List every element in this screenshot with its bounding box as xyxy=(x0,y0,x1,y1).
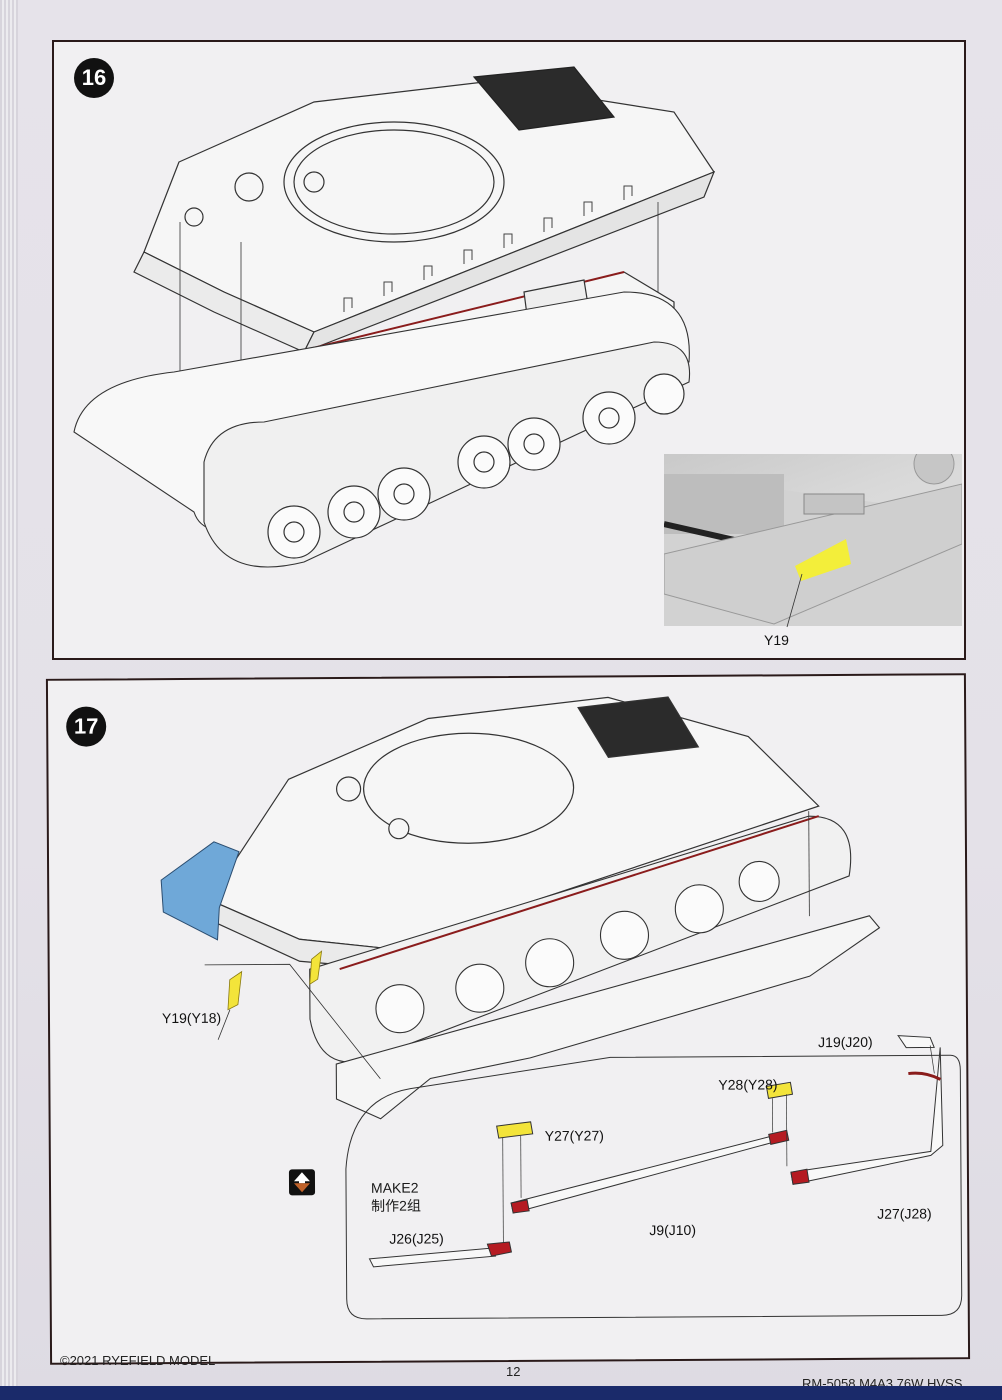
track-and-wheels xyxy=(309,815,852,1063)
step-17-panel: 17 xyxy=(45,673,971,1365)
sub-assembly-frame xyxy=(345,1054,963,1320)
copyright-text: ©2021 RYEFIELD MODEL xyxy=(60,1353,216,1368)
pe-bracket-fitted xyxy=(309,950,323,985)
road-wheels xyxy=(267,373,685,559)
detail-photo-inset xyxy=(664,454,962,626)
hull-assembly xyxy=(208,696,820,970)
make-label-cn: 制作2组 xyxy=(371,1197,421,1214)
callout-y19-y18: Y19(Y18) xyxy=(161,1009,222,1027)
callout-y28-y28: Y28(Y28) xyxy=(718,1076,778,1093)
step-16-panel: 16 xyxy=(52,40,966,660)
step-number-badge: 16 xyxy=(74,58,114,98)
make-label: MAKE2 xyxy=(370,1179,419,1196)
step-16-drawing xyxy=(73,66,716,568)
page-bottom-shadow xyxy=(0,1386,1002,1400)
rear-part-blue xyxy=(160,841,240,941)
make-quantity-note: MAKE2 制作2组 xyxy=(371,1179,421,1215)
step-17-drawing xyxy=(160,696,963,1320)
flip-vertical-icon xyxy=(288,1169,316,1196)
callout-j19-j20: J19(J20) xyxy=(818,1033,873,1051)
part-leader-lines xyxy=(502,1045,935,1244)
inset-photo-drawing xyxy=(664,454,962,626)
track-run xyxy=(73,291,691,568)
callout-y27-y27: Y27(Y27) xyxy=(544,1127,604,1144)
callout-j9-j10: J9(J10) xyxy=(649,1221,697,1239)
guide-lines xyxy=(204,811,810,1080)
pe-bracket-y19 xyxy=(227,970,243,1011)
fender-parts xyxy=(368,1035,944,1268)
hull-rail-brackets xyxy=(343,185,633,312)
y19-highlight xyxy=(795,539,851,581)
side-fender xyxy=(335,915,881,1120)
callout-j27-j28: J27(J28) xyxy=(877,1205,932,1222)
callout-y19: Y19 xyxy=(764,632,789,648)
callout-j26-j25: J26(J25) xyxy=(389,1230,444,1247)
page-number: 12 xyxy=(506,1364,521,1379)
page-stack-edge xyxy=(0,0,18,1400)
upper-hull xyxy=(133,66,716,354)
